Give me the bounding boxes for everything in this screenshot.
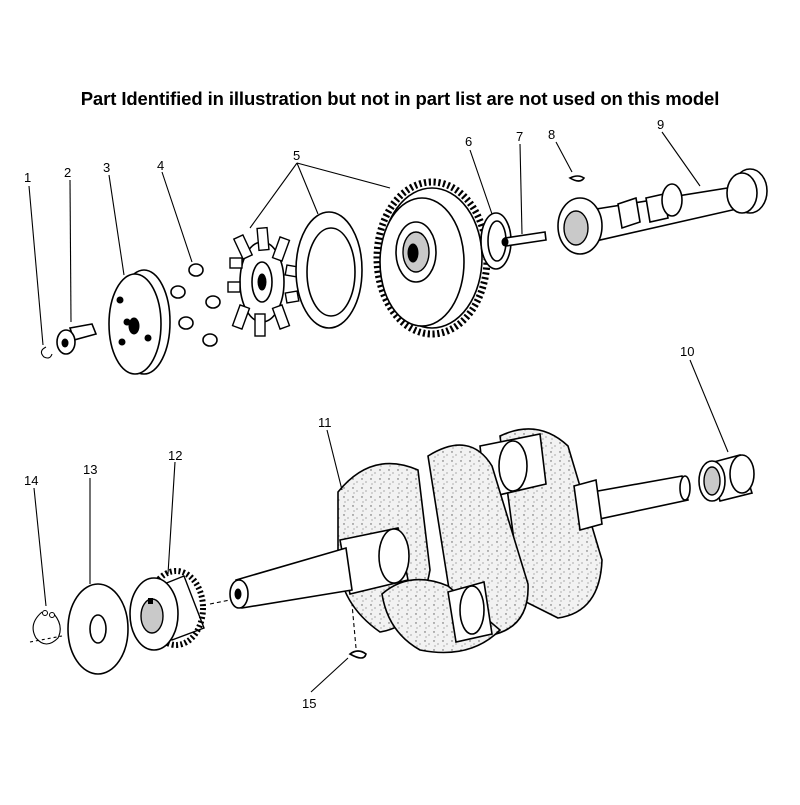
part-14-snap-ring [29,610,63,645]
callout-12: 12 [168,448,182,463]
part-5-cam-gear [373,178,491,338]
part-8-key [568,175,586,182]
part-5-disc [295,211,363,329]
callout-7: 7 [516,129,523,144]
part-12-crank-gear [129,568,206,651]
callout-3: 3 [103,160,110,175]
part-4-balls [170,263,221,347]
part-9-camshaft [557,168,768,255]
diagram-note: Part Identified in illustration but not … [80,88,720,109]
part-3-plate [108,269,171,375]
part-11-crankshaft [209,428,691,654]
part-2-stud [56,323,98,355]
callout-6: 6 [465,134,472,149]
leader-lines [28,131,729,693]
callout-15: 15 [302,696,316,711]
callout-5: 5 [293,148,300,163]
callout-14: 14 [24,473,38,488]
part-10-bushing [698,454,755,502]
callout-numbers: 1 2 3 4 5 6 7 8 9 10 11 12 13 14 15 [24,117,694,711]
part-15-key [348,603,367,659]
callout-9: 9 [657,117,664,132]
part-5-governor-spider [227,226,300,337]
callout-13: 13 [83,462,97,477]
part-13-washer [67,583,129,675]
callout-1: 1 [24,170,31,185]
part-1-retaining-clip [40,346,53,359]
part-7-pin [501,231,547,247]
callout-2: 2 [64,165,71,180]
callout-8: 8 [548,127,555,142]
callout-11: 11 [318,415,332,430]
callout-10: 10 [680,344,694,359]
callout-4: 4 [157,158,164,173]
